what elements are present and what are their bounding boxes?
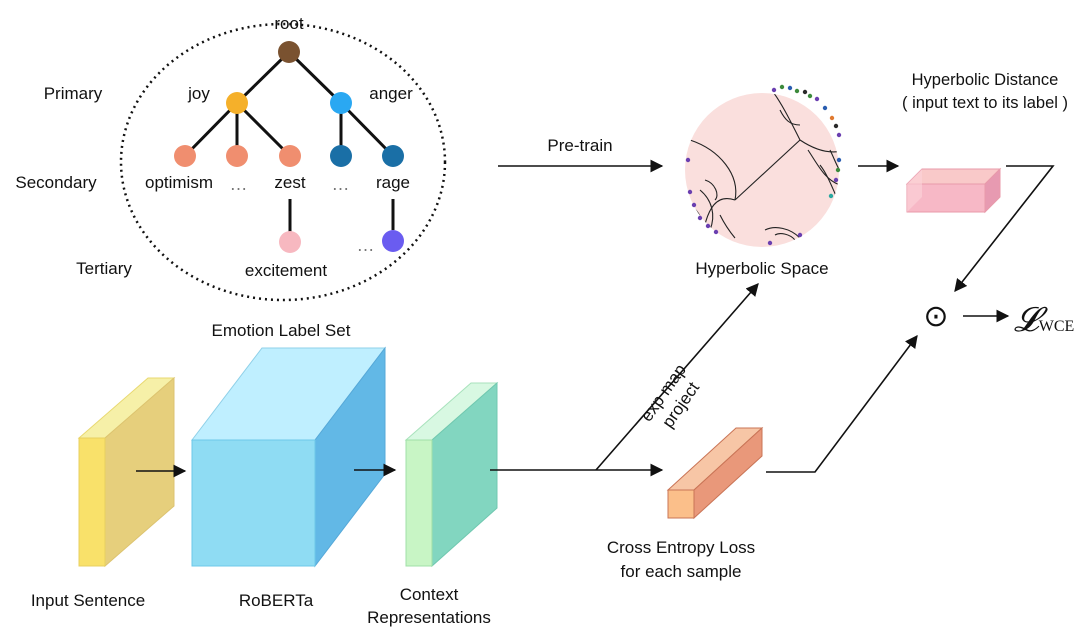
hyperbolic-distance-subtitle: ( input text to its label ) [902,94,1068,112]
anger-label: anger [369,84,413,103]
pretrain-label: Pre-train [547,136,612,155]
cross-entropy-vector [666,426,764,520]
ellipsis-anger: … [332,174,351,194]
cross-entropy-line2: for each sample [621,562,742,581]
emotion-label-set: root joy anger optimism … zest … rage … … [119,14,447,302]
level-tertiary: Tertiary [76,259,132,278]
loss-subscript: WCE [1039,318,1075,335]
cross-entropy-line1: Cross Entropy Loss [607,538,755,557]
hyperbolic-distance-vector [905,167,1002,214]
distance-to-odot-connector [954,165,1055,293]
joy-label: joy [187,84,210,103]
entropy-to-odot-connector [766,334,918,473]
level-secondary: Secondary [15,173,97,192]
joy-node [226,92,248,114]
roberta-label: RoBERTa [239,591,314,610]
zest-label: zest [274,173,305,192]
optimism-node [174,145,196,167]
excitement-node [279,231,301,253]
loss-symbol: 𝓛WCE [1014,302,1074,339]
hyperbolic-points [685,84,842,246]
rage-label: rage [376,173,410,192]
input-sentence-block [77,376,176,568]
excitement-label: excitement [245,261,327,280]
odot-operator: ⊙ [923,300,948,333]
hyperbolic-space-label: Hyperbolic Space [695,259,828,278]
context-representations-block [404,381,499,568]
anger-node [330,92,352,114]
joy-child-node [226,145,248,167]
label-set-boundary [119,22,447,302]
level-primary: Primary [44,84,103,103]
context-label-line1: Context [400,585,459,604]
root-label: root [274,14,304,33]
ellipsis-tertiary: … [357,235,376,255]
optimism-label: optimism [145,173,213,192]
context-label-line2: Representations [367,608,491,627]
exp-map-label: exp map project [637,361,703,432]
zest-node [279,145,301,167]
hyperbolic-distance-title: Hyperbolic Distance [912,71,1059,89]
anger-child-node [330,145,352,167]
tertiary-violet-node [382,230,404,252]
roberta-cube [190,346,387,568]
rage-node [382,145,404,167]
label-set-caption: Emotion Label Set [212,321,351,340]
ellipsis-joy: … [230,174,249,194]
input-sentence-label: Input Sentence [31,591,145,610]
root-node [278,41,300,63]
hyperbolic-space-disk [685,84,842,247]
exp-map-arrow [595,283,759,471]
tree-edges [183,50,395,232]
